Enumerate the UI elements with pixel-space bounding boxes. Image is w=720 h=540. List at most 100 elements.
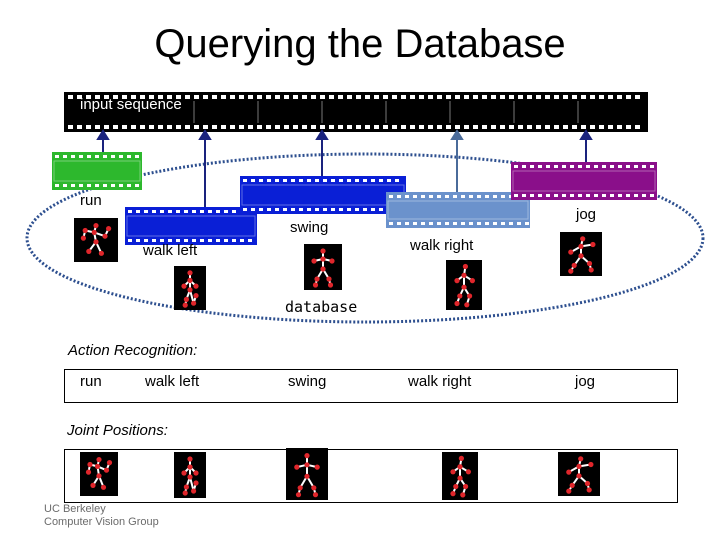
clip-hole — [586, 165, 590, 168]
clip-hole — [522, 165, 526, 168]
clip-hole — [421, 222, 425, 225]
clip-label-walk-right: walk right — [410, 237, 474, 254]
skeleton-joint — [450, 491, 456, 497]
clip-hole — [232, 239, 236, 242]
joint-figure-jog — [558, 452, 600, 496]
pose-figure-swing — [304, 244, 342, 290]
clip-hole — [299, 179, 303, 182]
clip-hole — [184, 239, 188, 242]
sprocket-hole — [158, 125, 163, 129]
sprocket-hole — [131, 95, 136, 99]
clip-hole — [87, 184, 91, 187]
skeleton-joint — [467, 293, 473, 299]
clip-hole — [283, 179, 287, 182]
skeleton-joint — [87, 461, 93, 468]
clip-hole — [224, 210, 228, 213]
sprocket-hole — [473, 125, 478, 129]
clip-hole — [397, 195, 401, 198]
sprocket-hole — [608, 95, 613, 99]
database-ellipse — [25, 152, 705, 324]
sprocket-hole — [302, 125, 307, 129]
clip-hole — [184, 210, 188, 213]
sprocket-hole — [482, 95, 487, 99]
clip-hole — [538, 194, 542, 197]
clip-hole — [642, 165, 646, 168]
clip-hole — [240, 239, 244, 242]
database-label: database — [285, 298, 358, 316]
skeleton-joint — [85, 469, 92, 475]
sprocket-hole — [491, 95, 496, 99]
slide-title: Querying the Database — [154, 22, 566, 66]
skeleton-joint — [586, 487, 592, 493]
skeleton-joint — [584, 480, 591, 487]
clip-hole — [232, 210, 236, 213]
clip-hole — [79, 155, 83, 158]
skeleton-joint — [193, 283, 199, 289]
clip-hole — [634, 194, 638, 197]
clip-hole — [275, 208, 279, 211]
clip-hole — [248, 239, 252, 242]
clip-hole — [578, 165, 582, 168]
sprocket-hole — [626, 125, 631, 129]
skeleton-joint — [193, 480, 199, 486]
clip-hole — [331, 179, 335, 182]
clip-hole — [469, 195, 473, 198]
clip-hole — [429, 195, 433, 198]
sprocket-hole — [167, 125, 172, 129]
sprocket-hole — [77, 125, 82, 129]
sprocket-hole — [221, 125, 226, 129]
sprocket-hole — [536, 95, 541, 99]
clip-hole — [103, 184, 107, 187]
clip-hole — [160, 239, 164, 242]
clip-hole — [160, 210, 164, 213]
result-run: run — [80, 373, 102, 390]
sprocket-hole — [95, 125, 100, 129]
clip-hole — [323, 179, 327, 182]
clip-hole — [530, 165, 534, 168]
skeleton-joint — [314, 464, 320, 470]
input-sequence-label: input sequence — [80, 96, 182, 113]
sprocket-hole — [365, 125, 370, 129]
sprocket-hole — [140, 125, 145, 129]
arrow-jog-head — [579, 129, 593, 140]
clip-hole — [517, 222, 521, 225]
clip-walk-right-strip — [386, 192, 530, 228]
sprocket-hole — [572, 95, 577, 99]
skeleton-joint — [103, 467, 110, 473]
skeleton-joint — [182, 490, 188, 496]
clip-hole — [514, 165, 518, 168]
sprocket-hole — [509, 125, 514, 129]
skeleton-joint — [578, 253, 584, 259]
sprocket-hole — [194, 125, 199, 129]
skeleton-joint — [463, 483, 469, 490]
joint-figure-swing — [286, 448, 328, 500]
sprocket-hole — [410, 95, 415, 99]
skeleton-joint — [106, 460, 113, 466]
clip-hole — [127, 184, 131, 187]
sprocket-hole — [131, 125, 136, 129]
clip-hole — [469, 222, 473, 225]
sprocket-hole — [212, 125, 217, 129]
sprocket-hole — [383, 125, 388, 129]
result-walk-left: walk left — [145, 373, 200, 390]
clip-frame — [53, 160, 141, 182]
sprocket-hole — [266, 125, 271, 129]
sprocket-hole — [455, 95, 460, 99]
clip-hole — [192, 210, 196, 213]
sprocket-hole — [284, 95, 289, 99]
sprocket-hole — [275, 95, 280, 99]
clip-frame — [387, 200, 529, 220]
clip-label-swing: swing — [290, 219, 329, 236]
skeleton-joint — [454, 278, 460, 284]
clip-hole — [578, 194, 582, 197]
sprocket-hole — [536, 125, 541, 129]
sprocket-hole — [617, 95, 622, 99]
sprocket-hole — [410, 125, 415, 129]
skeleton-joint — [326, 276, 332, 282]
clip-hole — [71, 155, 75, 158]
clip-hole — [570, 194, 574, 197]
sprocket-hole — [356, 95, 361, 99]
sprocket-hole — [230, 125, 235, 129]
sprocket-hole — [230, 95, 235, 99]
skeleton-joint — [566, 488, 572, 494]
